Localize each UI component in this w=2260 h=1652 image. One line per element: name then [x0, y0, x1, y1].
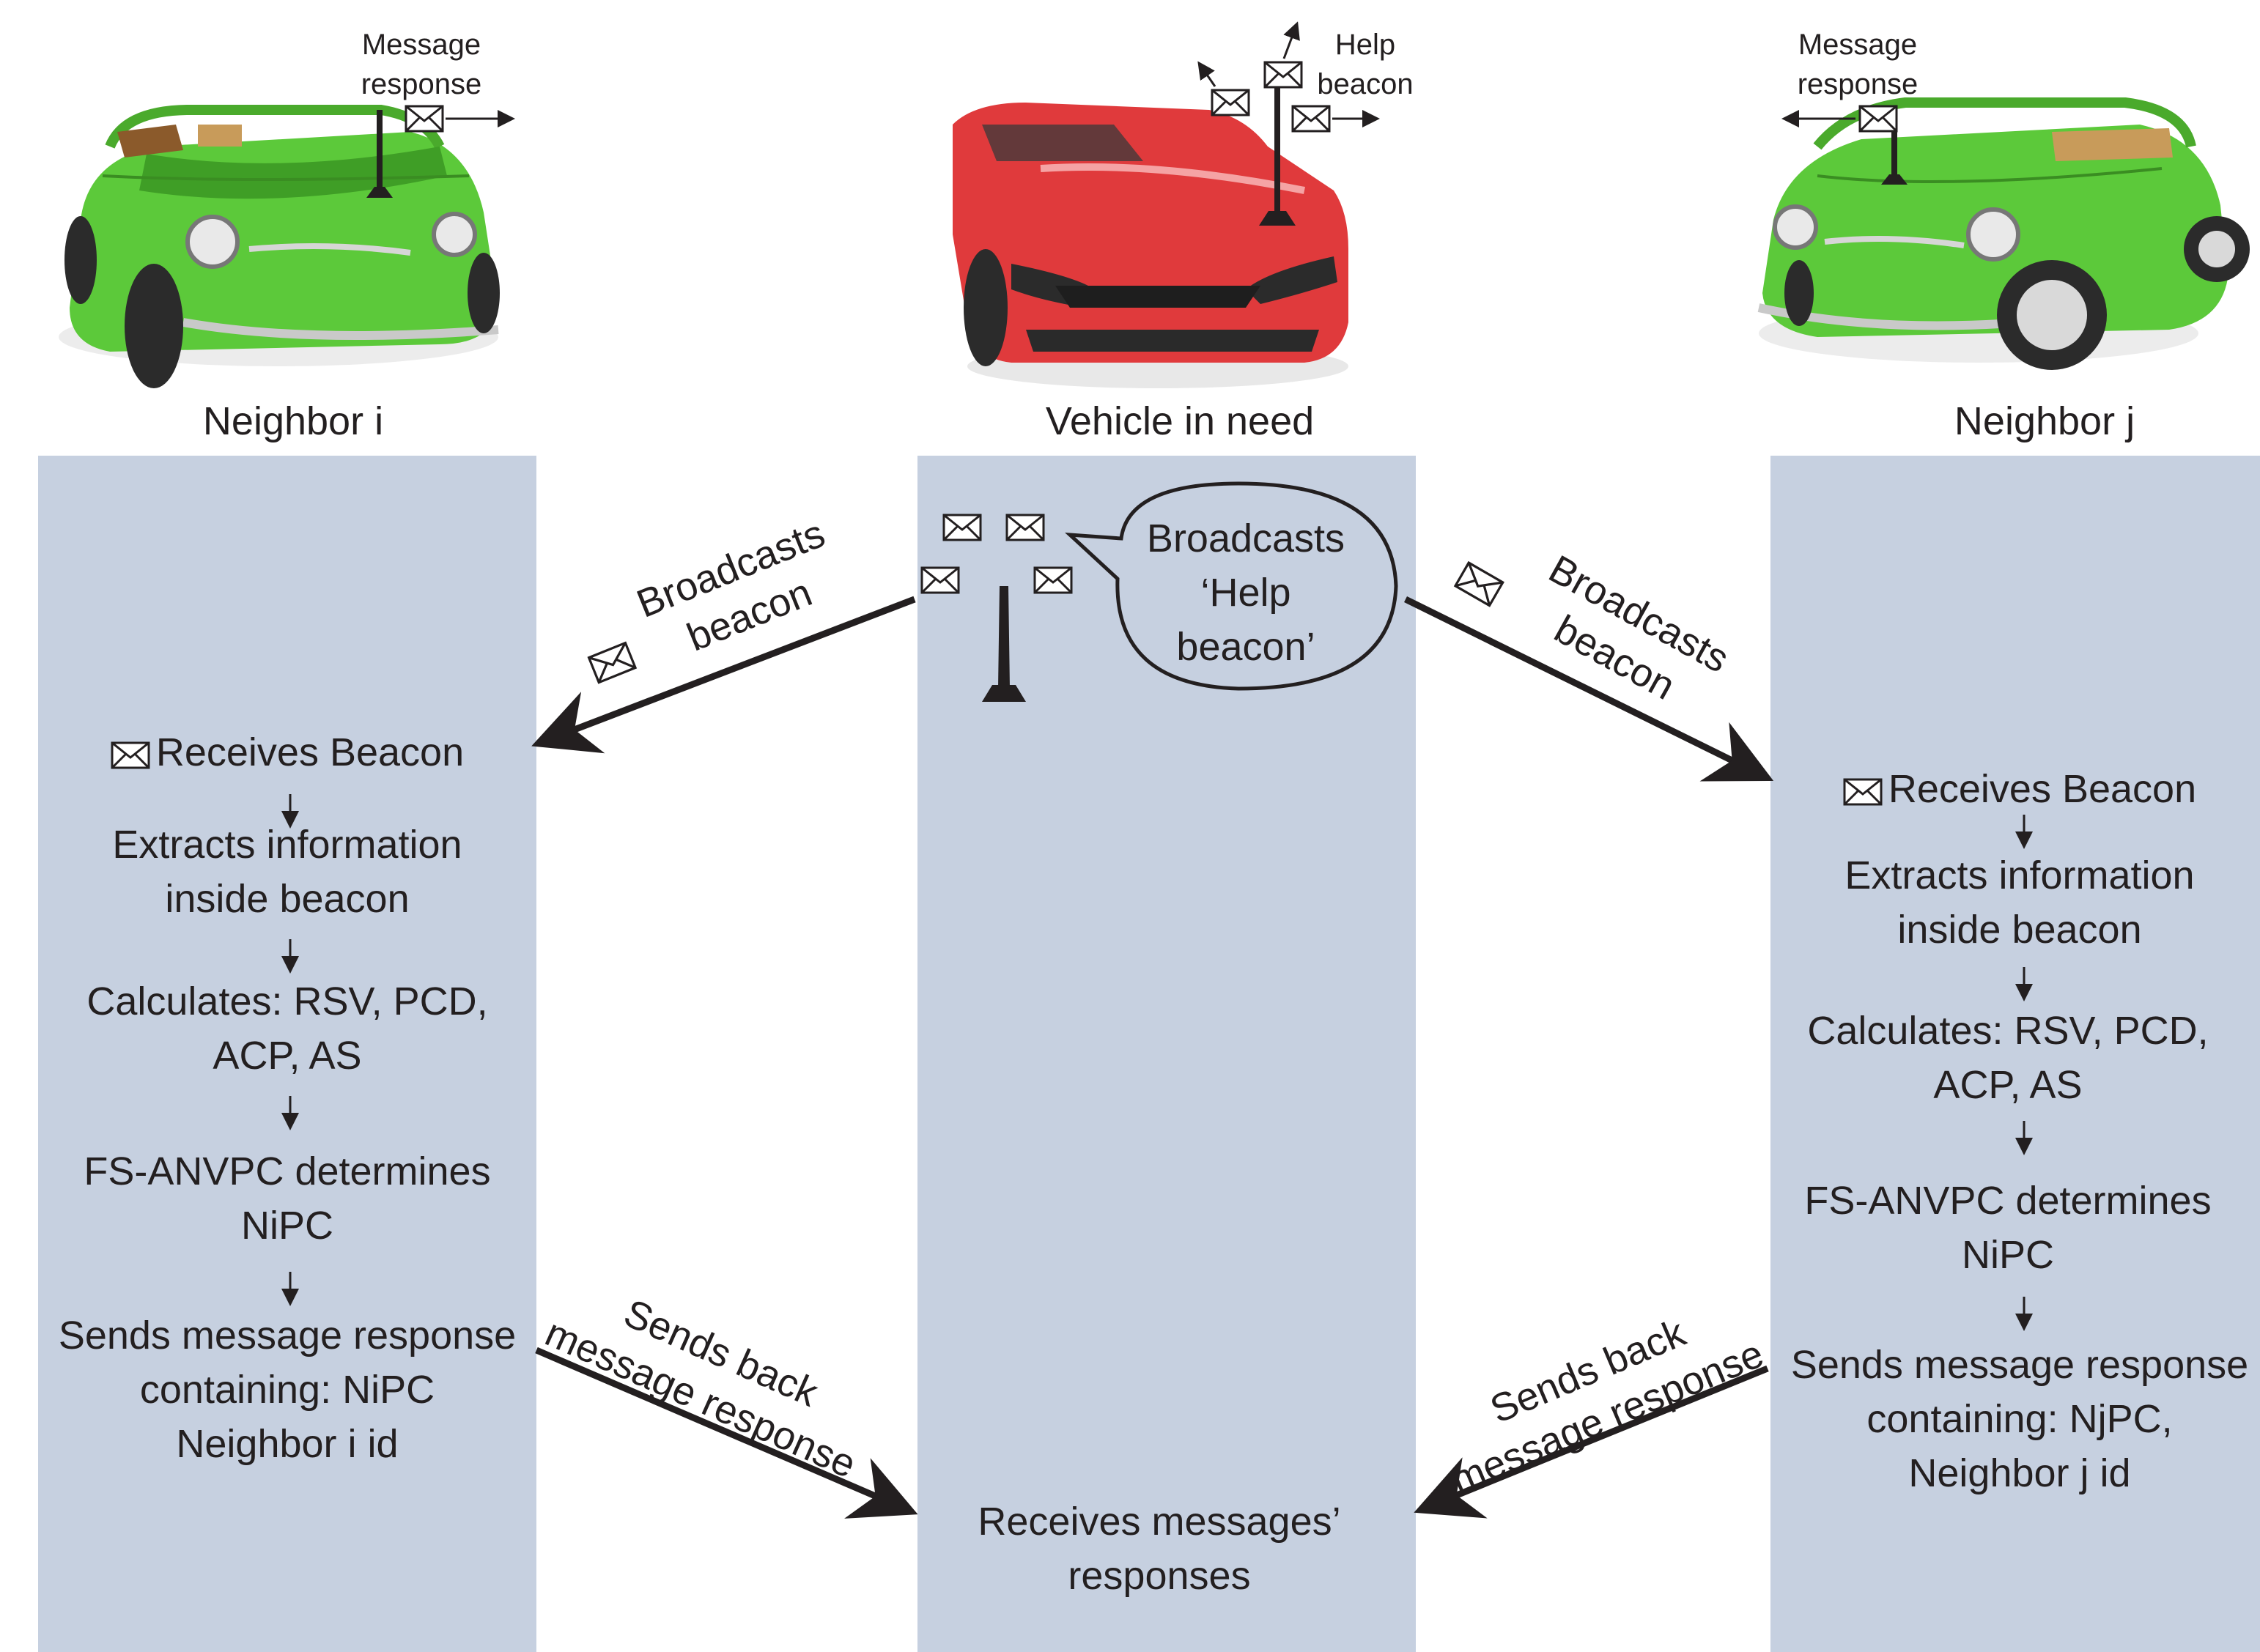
arrow-reply-right: [1414, 1365, 1769, 1519]
center-receives-responses: Receives messages’responses: [978, 1500, 1341, 1598]
right-step-calculates: Calculates: RSV, PCD,ACP, AS: [1807, 1009, 2209, 1107]
arrow-reply-left: [535, 1347, 918, 1519]
panel-neighbor-i: [38, 456, 536, 1652]
antenna-icon: [982, 586, 1026, 702]
arrow-broadcast-right: [1404, 596, 1774, 782]
panel-neighbor-j: [1770, 456, 2260, 1652]
envelope-icon: [1843, 778, 1883, 806]
right-step-receives: Receives Beacon: [1770, 762, 2260, 816]
envelope-icon: [1858, 105, 1898, 133]
envelope-icon: [1005, 514, 1045, 541]
title-neighbor-i: Neighbor i: [202, 399, 384, 443]
green-car-left: [59, 105, 500, 388]
left-step-receives: Receives Beacon: [38, 725, 536, 779]
envelope-icon: [405, 105, 444, 133]
arrow-broadcast-left: [531, 596, 916, 754]
speech-bubble: [1065, 481, 1398, 691]
envelope-icon: [1211, 89, 1250, 116]
green-car-right: [1757, 97, 2250, 370]
title-neighbor-j: Neighbor j: [1954, 399, 2135, 443]
envelope-icon: [942, 514, 982, 541]
envelope-icon: [1033, 566, 1073, 594]
left-step-calculates: Calculates: RSV, PCD,ACP, AS: [86, 979, 488, 1078]
title-vehicle-in-need: Vehicle in need: [1045, 399, 1315, 443]
envelope-icon: [111, 741, 150, 769]
envelope-icon: [920, 566, 960, 594]
red-car: [953, 66, 1348, 388]
envelope-icon: [1263, 61, 1303, 89]
envelope-icon: [1291, 105, 1331, 133]
